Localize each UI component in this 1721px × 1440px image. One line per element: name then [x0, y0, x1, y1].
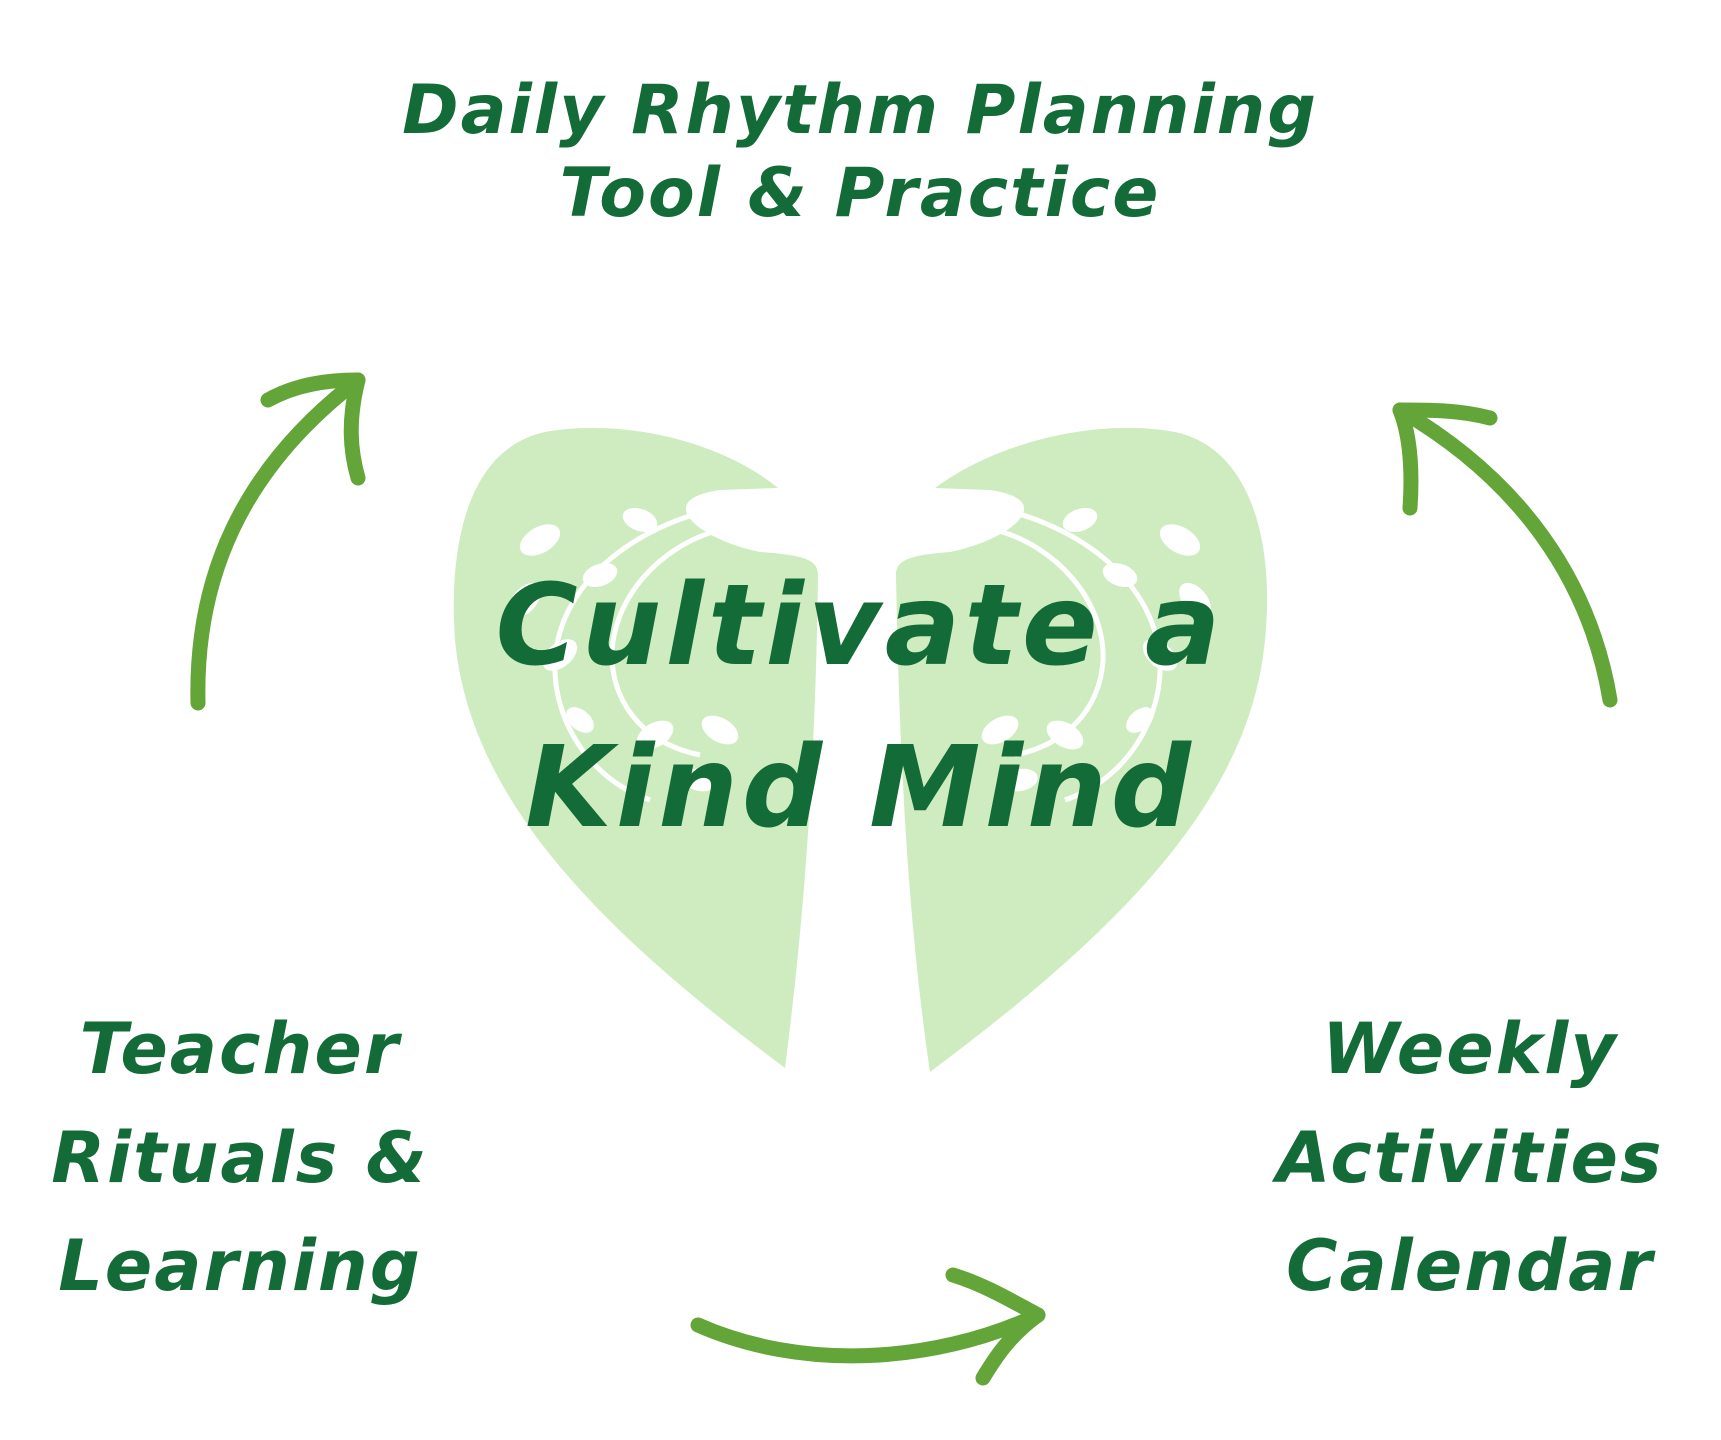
heart-leaf-dots: [509, 507, 1211, 792]
heart-icon: [453, 427, 1268, 1073]
heart-right-half: [896, 427, 1268, 1073]
node-left-line1: Teacher: [79, 1008, 401, 1090]
node-right-line2: Activities: [1276, 1116, 1664, 1199]
center-title: Cultivate a Kind Mind: [430, 545, 1290, 870]
node-left-line3: Learning: [58, 1225, 422, 1307]
curved-arrow-up-right: [190, 372, 366, 711]
node-left-label: Teacher Rituals & Learning: [20, 995, 460, 1321]
node-top-line2: Tool & Practice: [559, 153, 1161, 233]
center-title-line2: Kind Mind: [525, 723, 1195, 854]
node-left-line2: Rituals &: [51, 1116, 429, 1199]
node-right-label: Weekly Activities Calendar: [1235, 995, 1705, 1321]
heart-left-half: [453, 427, 818, 1069]
curved-arrow-right: [690, 1267, 1046, 1386]
node-top-label: Daily Rhythm Planning Tool & Practice: [260, 70, 1460, 236]
curved-arrow-up-left: [1392, 402, 1618, 708]
node-right-line1: Weekly: [1322, 1008, 1618, 1090]
node-top-line1: Daily Rhythm Planning: [402, 71, 1318, 150]
center-title-line1: Cultivate a: [495, 561, 1225, 691]
node-right-line3: Calendar: [1286, 1225, 1654, 1307]
